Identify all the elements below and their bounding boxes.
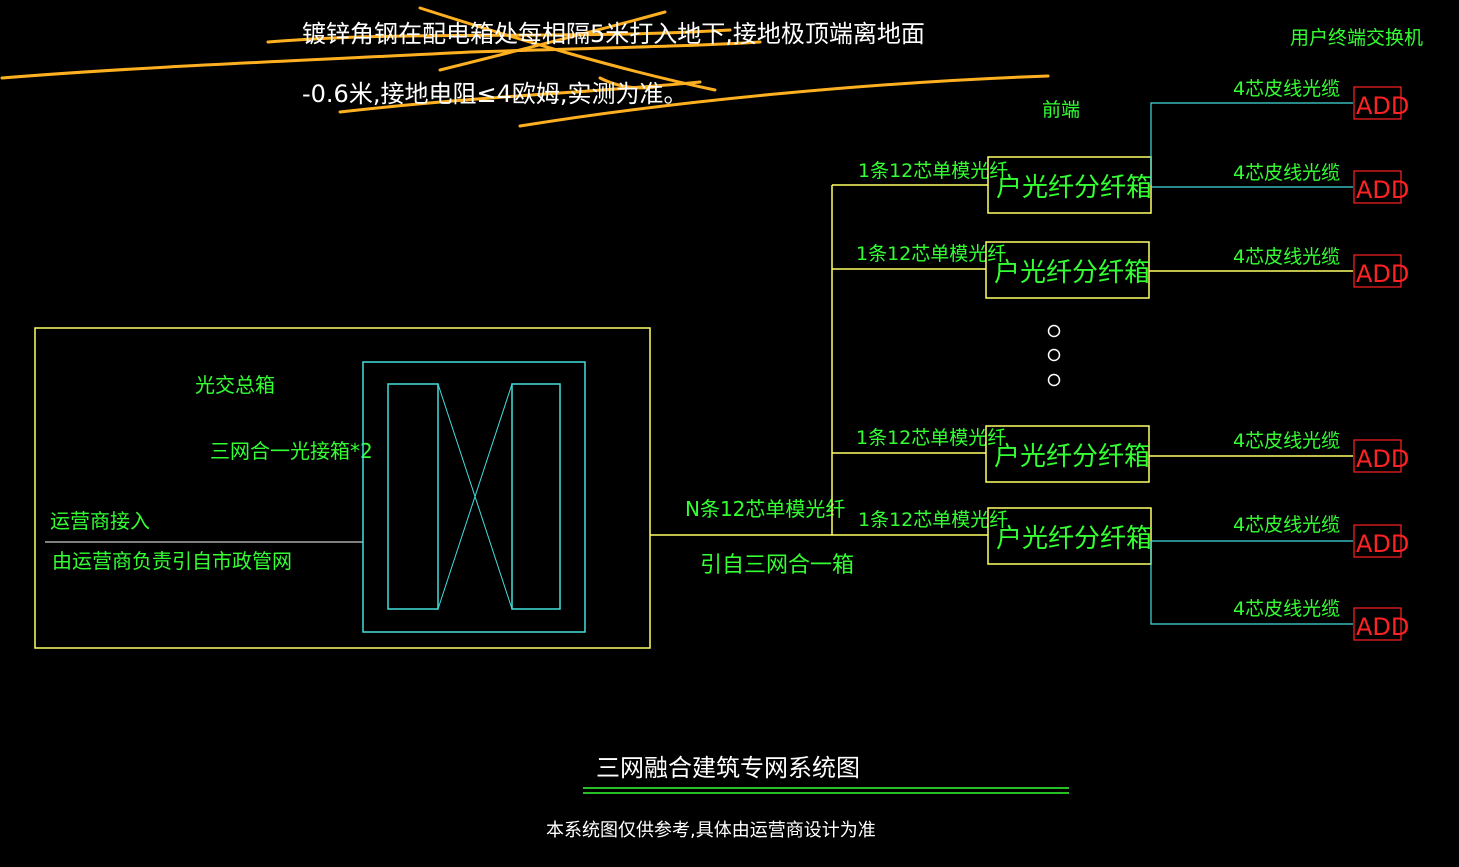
footer-note: 本系统图仅供参考,具体由运营商设计为准 [546,820,876,841]
n-fiber-label: N条12芯单模光纤 [685,497,845,521]
add-label: ADD [1356,176,1409,204]
fiber-label-3: 1条12芯单模光纤 [856,427,1006,449]
splitter-box-1: 户光纤分纤箱 [987,156,1152,214]
ellipsis-dots [1047,324,1061,387]
add-label: ADD [1356,260,1409,288]
splitter-box-3: 户光纤分纤箱 [985,425,1150,483]
strikethrough-scribbles [0,6,1050,128]
splitter-box-4: 户光纤分纤箱 [987,507,1152,565]
fiber-label-1: 1条12芯单模光纤 [858,160,1008,182]
add-box-6: ADD [1353,607,1409,641]
output-lines-yellow [1149,270,1353,457]
add-box-1: ADD [1353,86,1409,120]
cable-label-1: 4芯皮线光缆 [1233,78,1340,100]
three-net-box-label: 三网合一光接箱*2 [210,439,373,463]
note-line-2: -0.6米,接地电阻≤4欧姆,实测为准。 [302,80,687,108]
user-switch-label: 用户终端交换机 [1290,27,1423,49]
branch-lines [832,184,988,454]
splitter-label: 户光纤分纤箱 [994,442,1150,472]
add-label: ADD [1356,92,1409,120]
from-box-label: 引自三网合一箱 [700,553,854,578]
title-underline [583,787,1069,794]
cable-label-2: 4芯皮线光缆 [1233,162,1340,184]
cable-label-6: 4芯皮线光缆 [1233,598,1340,620]
cable-label-5: 4芯皮线光缆 [1233,514,1340,536]
fiber-label-2: 1条12芯单模光纤 [856,243,1006,265]
add-box-4: ADD [1353,439,1409,473]
main-cabinet-frame [34,327,651,649]
add-label: ADD [1356,613,1409,641]
add-box-5: ADD [1353,524,1409,558]
fiber-label-4: 1条12芯单模光纤 [858,509,1008,531]
splitter-label: 户光纤分纤箱 [996,173,1152,203]
splitter-label: 户光纤分纤箱 [994,258,1150,288]
splitter-label: 户光纤分纤箱 [996,524,1152,554]
add-box-2: ADD [1353,170,1409,204]
add-label: ADD [1356,445,1409,473]
splitter-box-2: 户光纤分纤箱 [985,241,1150,299]
operator-in-label: 运营商接入 [50,509,150,533]
output-lines [1150,102,1353,625]
cable-label-4: 4芯皮线光缆 [1233,430,1340,452]
diagram-title: 三网融合建筑专网系统图 [596,754,860,782]
add-box-3: ADD [1353,254,1409,288]
operator-desc-label: 由运营商负责引自市政管网 [52,549,292,573]
cable-label-3: 4芯皮线光缆 [1233,246,1340,268]
main-box-label: 光交总箱 [195,373,275,397]
patch-panel [362,361,586,633]
front-end-label: 前端 [1042,99,1080,121]
add-label: ADD [1356,530,1409,558]
note-line-1: 镀锌角钢在配电箱处每相隔5米打入地下,接地极顶端离地面 [302,20,925,48]
